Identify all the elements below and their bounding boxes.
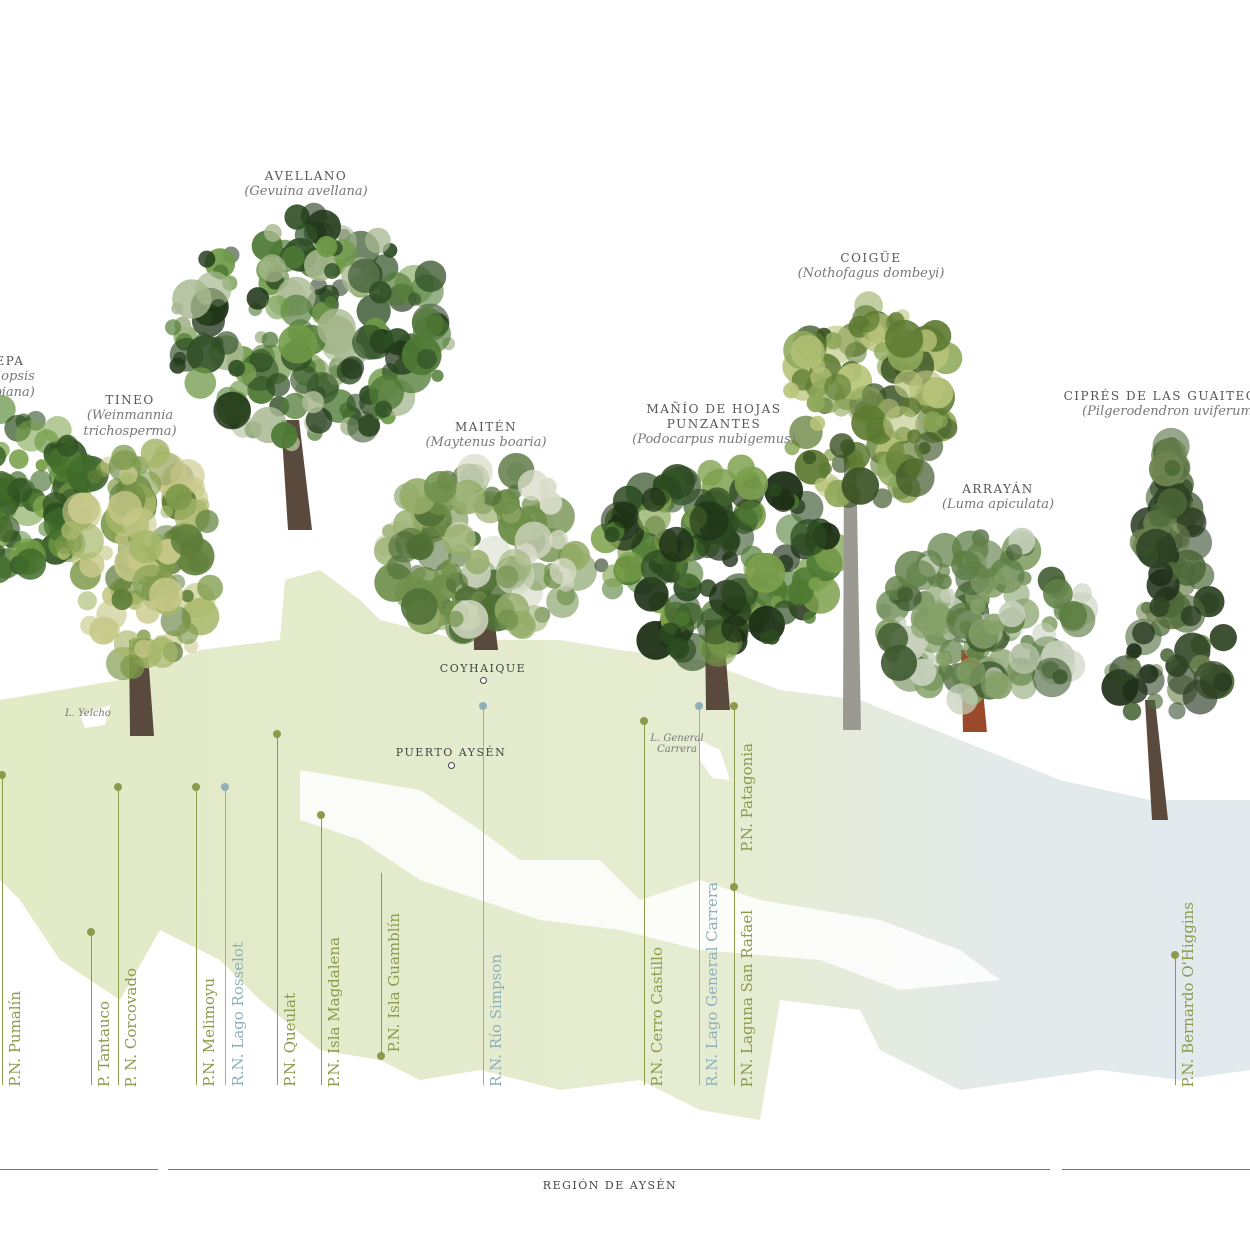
- city-marker: [447, 762, 455, 769]
- park-marker[interactable]: [0, 771, 6, 779]
- park-marker[interactable]: [114, 783, 122, 791]
- park-marker[interactable]: [377, 1052, 385, 1060]
- park-line: [225, 787, 226, 1085]
- park-label[interactable]: P.N. Patagonia: [738, 743, 756, 852]
- park-marker[interactable]: [730, 702, 738, 710]
- park-line: [734, 706, 735, 887]
- tree-scientific-name: (Pilgerodendron uviferum): [1082, 404, 1250, 419]
- maiten-tree-icon: [373, 452, 597, 650]
- tree-scientific-name: (Maytenus boaria): [425, 435, 547, 450]
- park-line: [1175, 955, 1176, 1085]
- divider-line: [1062, 1169, 1250, 1170]
- city-label-puerto-aysen: PUERTO AYSÉN: [395, 746, 507, 759]
- park-label[interactable]: P.N. Queulat: [281, 993, 299, 1087]
- city-label-coyhaique: COYHAIQUE: [439, 662, 527, 675]
- tree-name: punzantes: [666, 417, 762, 431]
- park-label[interactable]: P.N. Melimoyu: [200, 978, 218, 1087]
- park-label[interactable]: R.N. Lago Rosselot: [229, 942, 247, 1087]
- tree-label-arrayan: Arrayán (Luma apiculata): [942, 482, 1054, 513]
- park-marker[interactable]: [1171, 951, 1179, 959]
- park-label[interactable]: P.N. Isla Guamblín: [385, 912, 403, 1052]
- park-label[interactable]: P.N. Isla Magdalena: [325, 936, 343, 1087]
- tree-scientific-name: eliopsis: [0, 369, 35, 384]
- park-line: [734, 887, 735, 1085]
- lake-label-line: L. General: [650, 733, 704, 744]
- coigue-tree-icon: [782, 291, 963, 730]
- park-line: [483, 706, 484, 1085]
- tree-name: Tineo: [105, 393, 155, 407]
- tineo-tree-icon: [54, 438, 224, 736]
- tree-label-avellano: Avellano (Gevuina avellana): [244, 169, 367, 200]
- city-marker: [479, 677, 487, 684]
- park-label[interactable]: P.N. Cerro Castillo: [648, 947, 666, 1087]
- tree-scientific-name: (Luma apiculata): [941, 497, 1055, 512]
- tree-label-cipres: Ciprés de las Guaitecas (Pilgerodendron …: [1064, 389, 1250, 420]
- tree-name: EPA: [0, 354, 25, 368]
- park-marker[interactable]: [640, 717, 648, 725]
- lake-label-line: Carrera: [657, 744, 697, 755]
- tree-scientific-name: ppiana): [0, 385, 35, 400]
- tree-label-maiten: Maitén (Maytenus boaria): [425, 420, 546, 451]
- park-line: [381, 873, 382, 1056]
- tree-name: Maitén: [455, 420, 517, 434]
- park-label[interactable]: P. N. Corcovado: [122, 967, 140, 1087]
- park-label[interactable]: P.N. Bernardo O'Higgins: [1179, 901, 1197, 1087]
- park-line: [699, 706, 700, 1085]
- arrayan-tree-icon: [875, 527, 1099, 732]
- park-line: [91, 932, 92, 1085]
- tree-label-tepa: EPA eliopsis ppiana): [0, 354, 35, 401]
- park-line: [644, 721, 645, 1085]
- park-line: [277, 734, 278, 1085]
- divider-line: [0, 1169, 158, 1170]
- park-marker[interactable]: [273, 730, 281, 738]
- tree-scientific-name: (Gevuina avellana): [244, 184, 368, 199]
- park-line: [2, 775, 3, 1085]
- manio-tree-icon: [590, 454, 854, 710]
- park-line: [196, 787, 197, 1085]
- park-marker[interactable]: [695, 702, 703, 710]
- park-marker[interactable]: [479, 702, 487, 710]
- park-marker[interactable]: [192, 783, 200, 791]
- tree-scientific-name: (Podocarpus nubigemus): [632, 432, 796, 447]
- park-label[interactable]: R.N. Lago General Carrera: [703, 882, 721, 1087]
- tree-scientific-name: trichosperma): [83, 424, 177, 439]
- divider-line: [168, 1169, 1050, 1170]
- tree-name: Ciprés de las Guaitecas: [1063, 389, 1250, 403]
- region-label: REGIÓN DE AYSÉN: [542, 1179, 678, 1192]
- park-marker[interactable]: [730, 883, 738, 891]
- park-label[interactable]: P. Tantauco: [95, 1000, 113, 1087]
- tree-scientific-name: (Weinmannia: [86, 408, 174, 423]
- park-label[interactable]: P.N. Laguna San Rafael: [738, 909, 756, 1087]
- park-marker[interactable]: [87, 928, 95, 936]
- park-line: [118, 787, 119, 1085]
- lake-label-yelcho: L. Yelcho: [65, 708, 111, 719]
- tree-name: Avellano: [264, 169, 348, 183]
- tree-name: Coigüe: [840, 251, 902, 265]
- cipres-tree-icon: [1101, 427, 1237, 820]
- lake-label-general-carrera: L. General Carrera: [650, 733, 703, 755]
- tree-name: Arrayán: [962, 482, 1034, 496]
- park-marker[interactable]: [317, 811, 325, 819]
- park-label[interactable]: P.N. Pumalín: [6, 991, 24, 1087]
- park-line: [321, 815, 322, 1085]
- tree-label-tineo: Tineo (Weinmannia trichosperma): [83, 393, 176, 440]
- avellano-tree-icon: [165, 202, 455, 530]
- tree-label-coigue: Coigüe (Nothofagus dombeyi): [798, 251, 945, 282]
- park-label[interactable]: R.N. Río Simpson: [487, 954, 505, 1087]
- tree-label-manio: Mañío de hojas punzantes (Podocarpus nub…: [632, 402, 796, 448]
- tree-scientific-name: (Nothofagus dombeyi): [797, 266, 945, 281]
- tree-name: Mañío de hojas: [646, 402, 782, 416]
- park-marker[interactable]: [221, 783, 229, 791]
